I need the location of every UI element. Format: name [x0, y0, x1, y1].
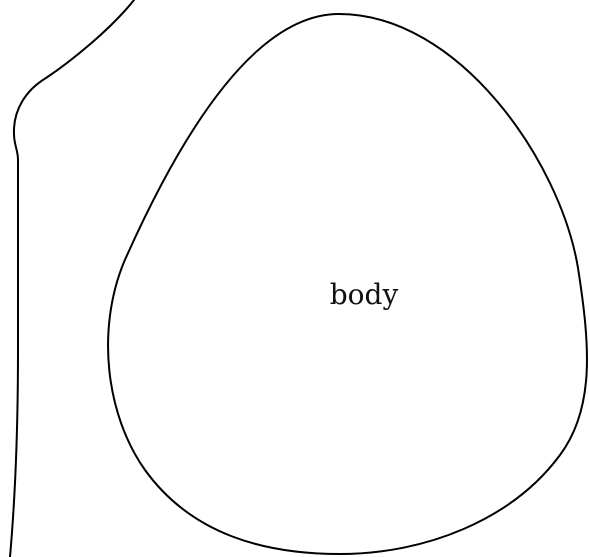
body-label: body — [330, 278, 399, 311]
left-partial-outline — [10, 0, 134, 557]
